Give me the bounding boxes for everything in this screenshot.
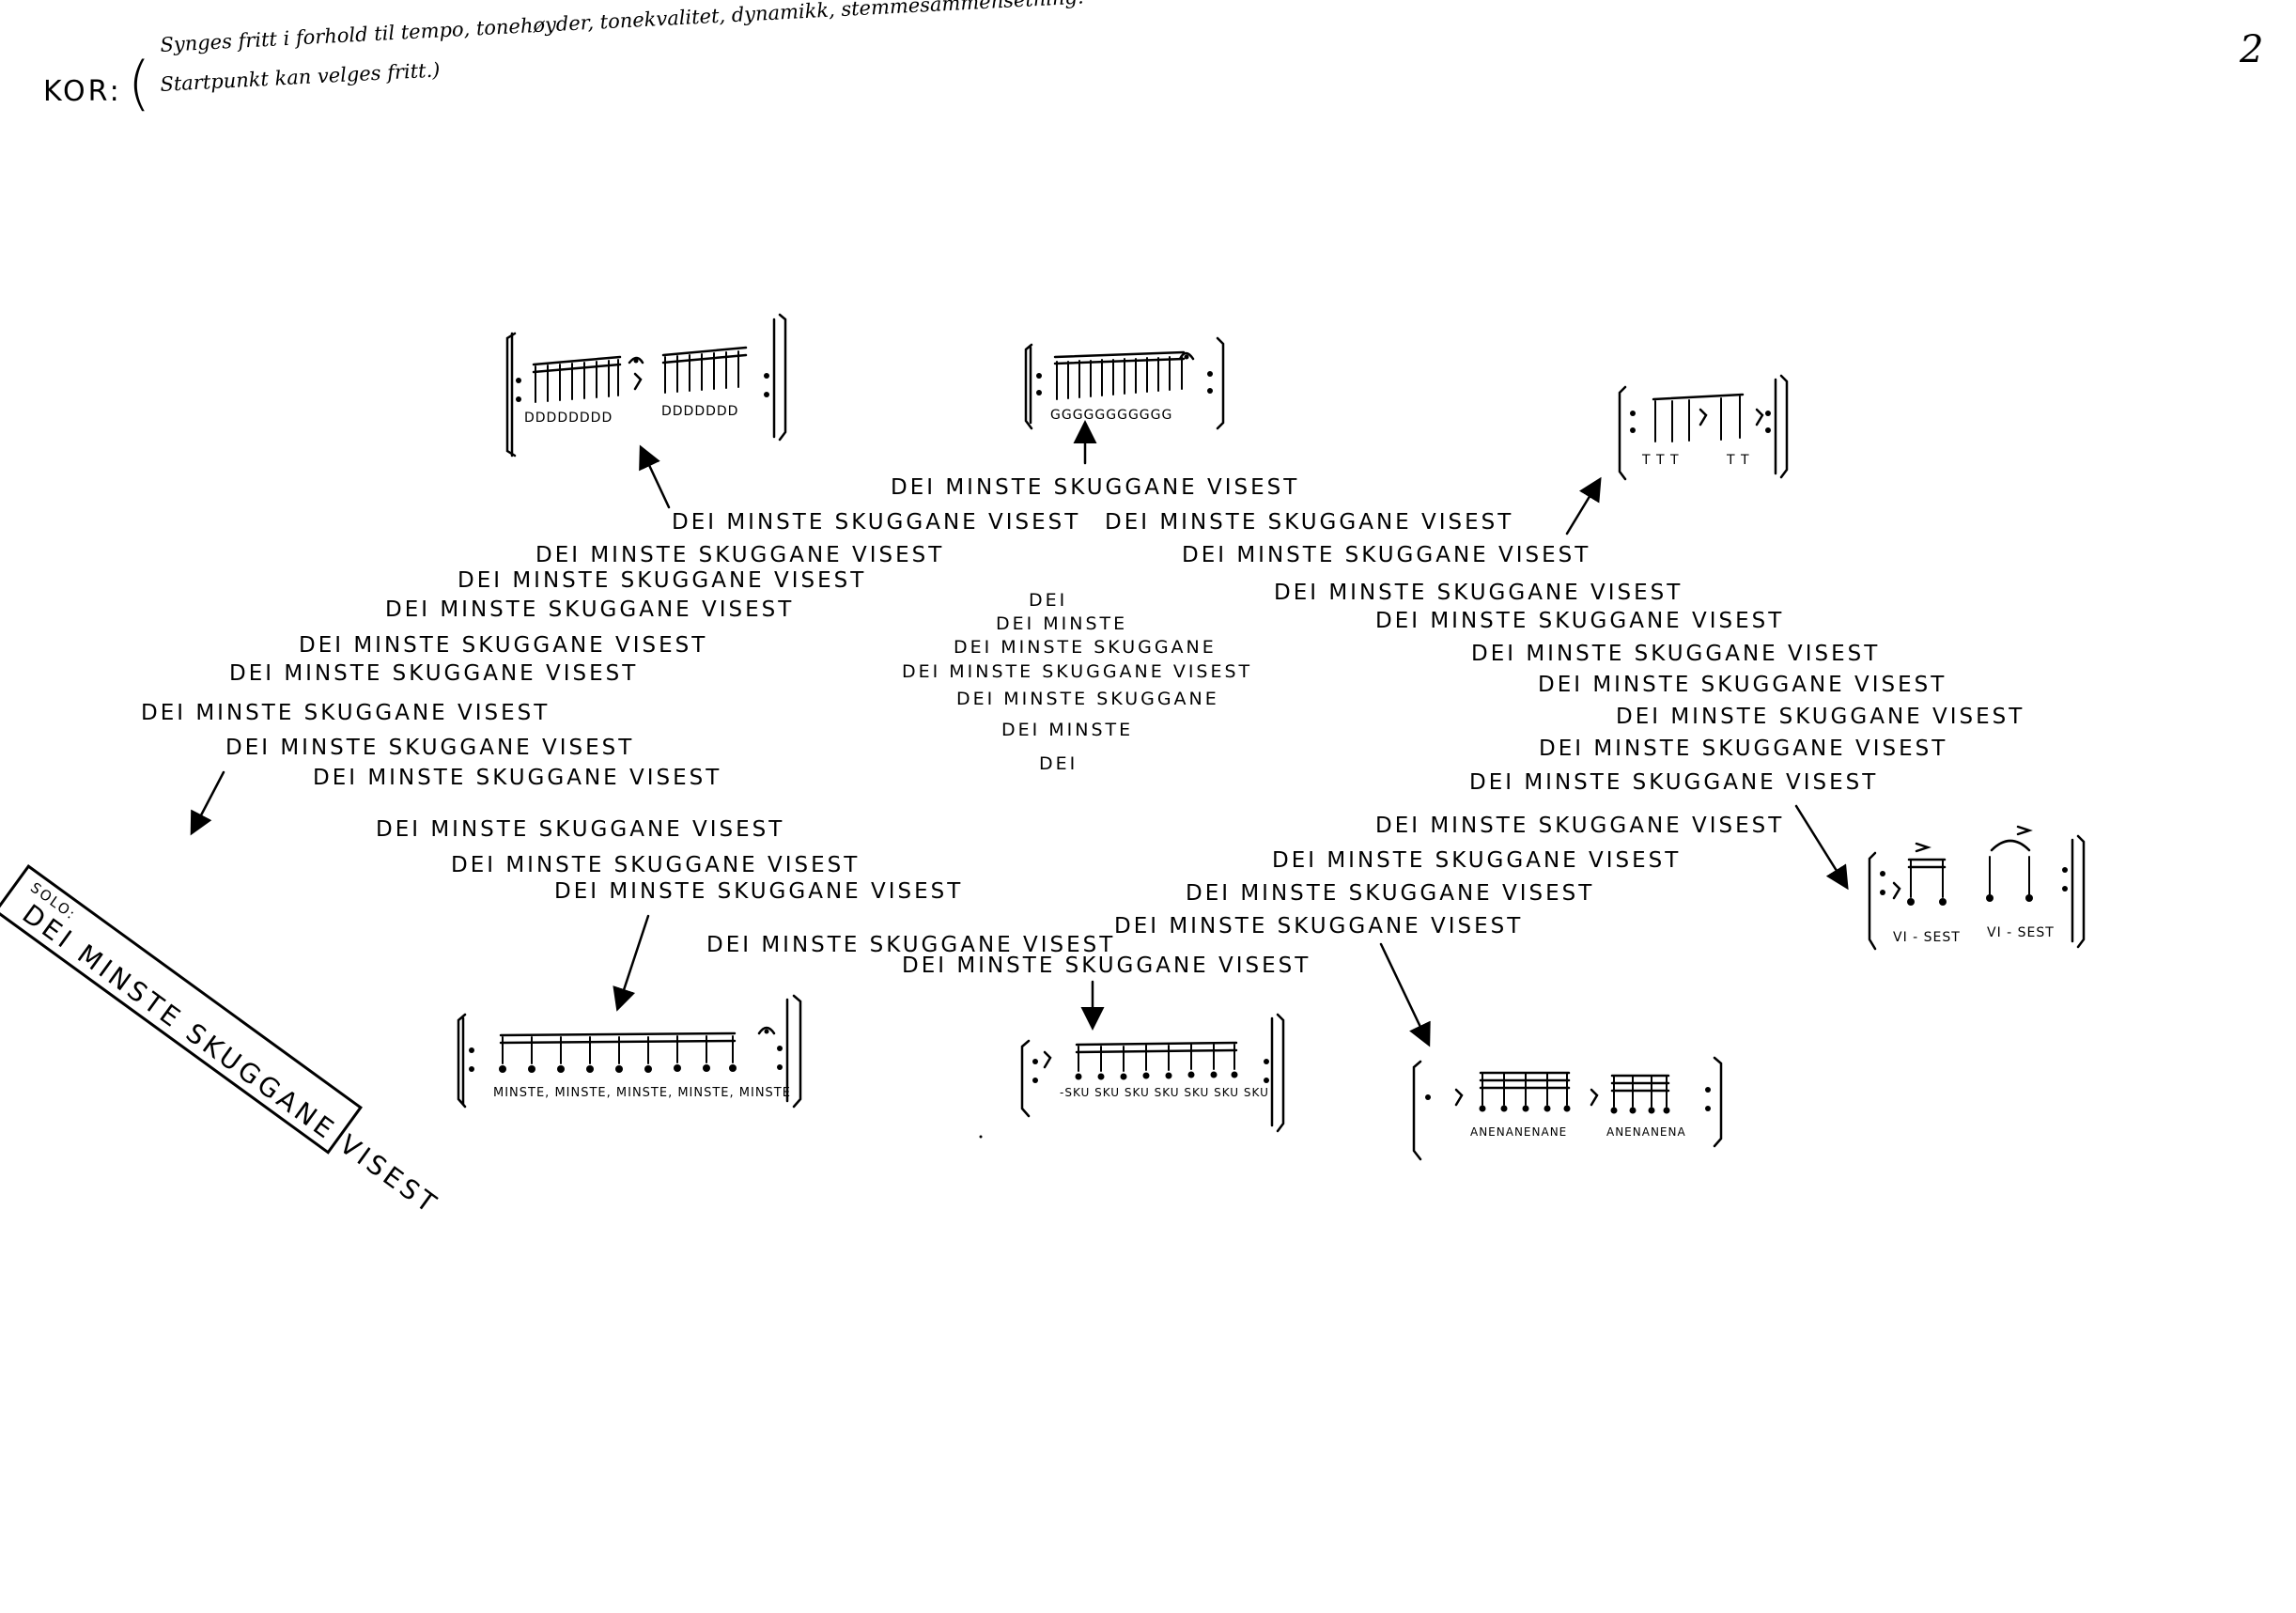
phrase-left-04: DEI MINSTE SKUGGANE VISEST bbox=[385, 597, 795, 622]
arrow-to-d-motif bbox=[639, 444, 671, 509]
motif-minste-notation bbox=[457, 994, 802, 1109]
pyramid-line-5: DEI MINSTE SKUGGANE bbox=[956, 689, 1219, 709]
motif-anenane-syllables-a: ANENANENANE bbox=[1470, 1125, 1568, 1139]
motif-visest-notation bbox=[1868, 825, 2086, 951]
motif-anenane-notation bbox=[1412, 1056, 1723, 1161]
phrase-right-04: DEI MINSTE SKUGGANE VISEST bbox=[1375, 609, 1785, 633]
motif-g-syllables: GGGGGGGGGGG bbox=[1050, 408, 1173, 423]
pyramid-line-2: DEI MINSTE bbox=[996, 613, 1128, 634]
pyramid-line-3: DEI MINSTE SKUGGANE bbox=[954, 637, 1217, 658]
motif-sku-notation bbox=[1020, 1013, 1285, 1133]
phrase-right-01: DEI MINSTE SKUGGANE VISEST bbox=[1105, 510, 1514, 535]
phrase-top-center: DEI MINSTE SKUGGANE VISEST bbox=[891, 475, 1300, 500]
phrase-left-06: DEI MINSTE SKUGGANE VISEST bbox=[229, 661, 639, 686]
motif-minste-syllables: MINSTE, MINSTE, MINSTE, MINSTE, MINSTE bbox=[493, 1086, 791, 1100]
phrase-right-06: DEI MINSTE SKUGGANE VISEST bbox=[1538, 673, 1947, 697]
motif-visest-syllables-a: VI - SEST bbox=[1893, 930, 1961, 945]
phrase-right-13: DEI MINSTE SKUGGANE VISEST bbox=[1114, 914, 1524, 938]
motif-d-syllables-b: DDDDDDD bbox=[661, 404, 739, 419]
arrow-to-minste-motif bbox=[613, 914, 650, 1012]
motif-t-syllables-a: T T T bbox=[1642, 453, 1680, 468]
motif-d-notation bbox=[505, 313, 787, 458]
motif-d-syllables-a: DDDDDDDD bbox=[524, 411, 613, 426]
phrase-bottom-center: DEI MINSTE SKUGGANE VISEST bbox=[902, 954, 1311, 978]
phrase-left-11: DEI MINSTE SKUGGANE VISEST bbox=[451, 853, 861, 877]
pyramid-line-7: DEI bbox=[1039, 753, 1078, 774]
arrow-to-anenane-motif bbox=[1379, 942, 1431, 1047]
phrase-right-03: DEI MINSTE SKUGGANE VISEST bbox=[1274, 581, 1683, 605]
phrase-left-10: DEI MINSTE SKUGGANE VISEST bbox=[376, 817, 785, 842]
motif-visest-syllables-b: VI - SEST bbox=[1987, 925, 2055, 940]
motif-anenane-syllables-b: ANENANENA bbox=[1606, 1125, 1686, 1139]
phrase-right-09: DEI MINSTE SKUGGANE VISEST bbox=[1469, 770, 1879, 795]
phrase-right-11: DEI MINSTE SKUGGANE VISEST bbox=[1272, 848, 1682, 873]
phrase-left-01: DEI MINSTE SKUGGANE VISEST bbox=[672, 510, 1081, 535]
motif-t-notation bbox=[1618, 374, 1789, 481]
motif-g-notation bbox=[1024, 336, 1225, 430]
phrase-right-07: DEI MINSTE SKUGGANE VISEST bbox=[1616, 705, 2025, 729]
phrase-left-12: DEI MINSTE SKUGGANE VISEST bbox=[554, 879, 964, 904]
motif-t-syllables-b: T T bbox=[1727, 453, 1750, 468]
phrase-right-05: DEI MINSTE SKUGGANE VISEST bbox=[1471, 642, 1881, 666]
arrow-to-t-motif bbox=[1565, 476, 1602, 535]
phrase-left-13: DEI MINSTE SKUGGANE VISEST bbox=[706, 933, 1116, 957]
arrow-to-visest-motif bbox=[1794, 804, 1849, 891]
phrase-right-08: DEI MINSTE SKUGGANE VISEST bbox=[1539, 737, 1948, 761]
motif-sku-syllables: -SKU SKU SKU SKU SKU SKU SKU bbox=[1060, 1086, 1269, 1099]
instruction-open-paren: ( bbox=[128, 49, 151, 117]
phrase-right-10: DEI MINSTE SKUGGANE VISEST bbox=[1375, 814, 1785, 838]
phrase-left-08: DEI MINSTE SKUGGANE VISEST bbox=[225, 736, 635, 760]
phrase-right-12: DEI MINSTE SKUGGANE VISEST bbox=[1186, 881, 1595, 906]
pyramid-line-6: DEI MINSTE bbox=[1001, 720, 1134, 740]
arrow-to-solo bbox=[190, 770, 225, 836]
phrase-left-07: DEI MINSTE SKUGGANE VISEST bbox=[141, 701, 551, 725]
phrase-right-02: DEI MINSTE SKUGGANE VISEST bbox=[1182, 543, 1591, 567]
notation-dots bbox=[469, 354, 2068, 1139]
choir-label: KOR: bbox=[43, 75, 122, 108]
pyramid-line-1: DEI bbox=[1029, 590, 1068, 611]
phrase-left-02: DEI MINSTE SKUGGANE VISEST bbox=[535, 543, 945, 567]
phrase-left-03: DEI MINSTE SKUGGANE VISEST bbox=[458, 568, 867, 593]
phrase-left-05: DEI MINSTE SKUGGANE VISEST bbox=[299, 633, 708, 658]
pyramid-line-4: DEI MINSTE SKUGGANE VISEST bbox=[902, 661, 1253, 682]
phrase-left-09: DEI MINSTE SKUGGANE VISEST bbox=[313, 766, 722, 790]
page-number: 2 bbox=[2240, 28, 2264, 71]
